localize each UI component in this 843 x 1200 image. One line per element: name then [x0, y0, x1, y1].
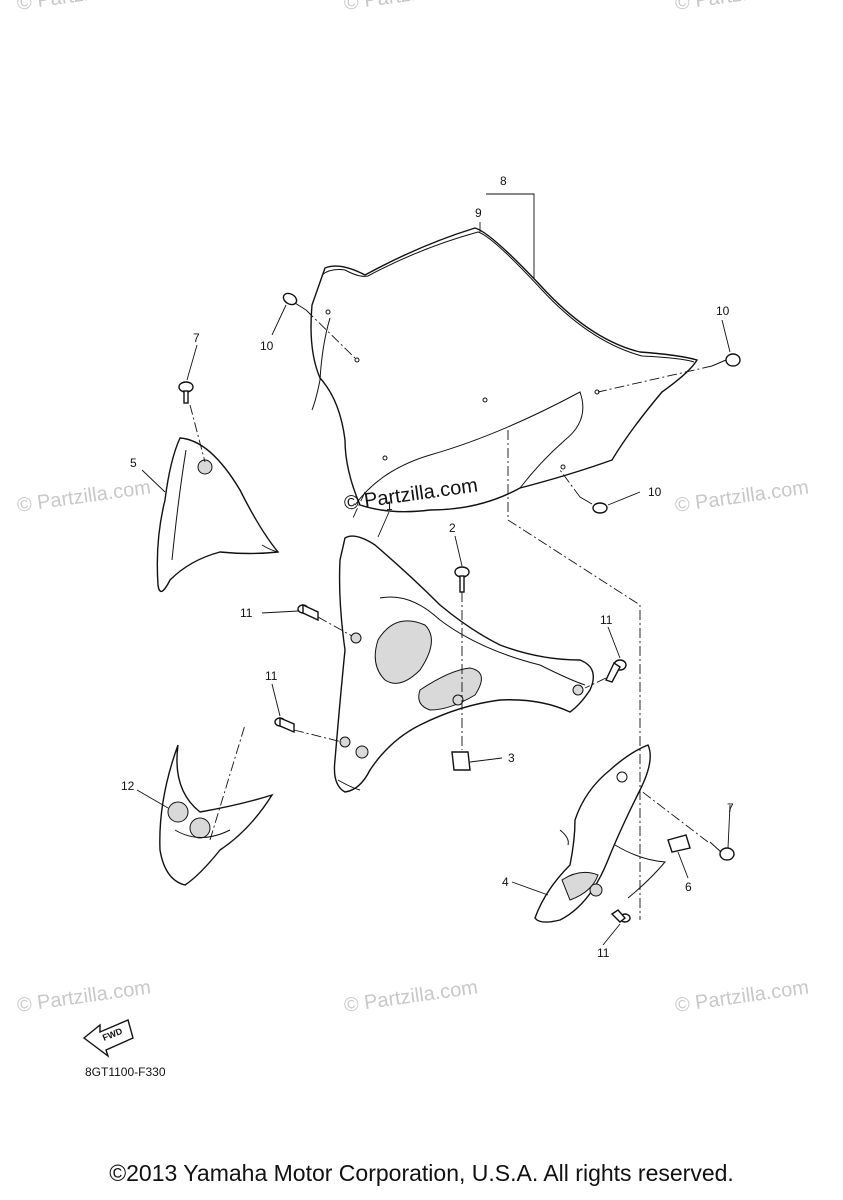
callout-11-a: 11: [240, 606, 253, 620]
assembly-lines: [189, 309, 713, 920]
callout-6: 6: [685, 880, 692, 894]
callout-10-right: 10: [716, 304, 730, 318]
inner-panel-right: [534, 744, 667, 923]
inner-panel-left: [156, 437, 280, 593]
screw-7-right: [709, 841, 735, 861]
callout-3: 3: [508, 751, 515, 765]
screw-10-right: [711, 353, 741, 367]
callout-numbers: 1 2 3 4 5 6 7 7 8 9 10 10 10 11 11 11 11…: [121, 174, 734, 960]
callout-1: 1: [386, 499, 393, 513]
fwd-arrow-icon: FWD: [82, 1019, 134, 1058]
callout-9: 9: [475, 206, 482, 220]
watermark-text: © Partzilla.com: [674, 476, 811, 517]
collar-11-c: [605, 659, 627, 683]
callout-12: 12: [121, 779, 135, 793]
callout-10-bottom: 10: [648, 485, 662, 499]
callout-7-left: 7: [193, 331, 200, 345]
watermark-text: © Partzilla.com: [16, 0, 153, 15]
callout-10-left: 10: [260, 339, 274, 353]
callout-4: 4: [502, 875, 509, 889]
callout-11-b: 11: [265, 669, 278, 683]
watermark-text: © Partzilla.com: [343, 976, 480, 1017]
callout-8: 8: [500, 174, 507, 188]
copyright-notice: ©2013 Yamaha Motor Corporation, U.S.A. A…: [109, 1160, 734, 1186]
callout-11-c: 11: [600, 613, 613, 627]
collar-11-d: [610, 909, 631, 923]
watermark-text: © Partzilla.com: [16, 976, 153, 1017]
watermark-text: © Partzilla.com: [674, 976, 811, 1017]
callout-11-d: 11: [597, 946, 610, 960]
leader-lines: [136, 193, 731, 946]
watermark-text: © Partzilla.com: [343, 0, 480, 15]
windscreen: [310, 227, 699, 513]
nut-3: [451, 751, 471, 771]
screw-10-bottom: [579, 496, 608, 514]
screw-2: [454, 566, 470, 593]
lower-panel-left: [159, 744, 274, 886]
screw-10-left: [282, 292, 307, 311]
callout-7-right: 7: [727, 801, 734, 815]
callout-5: 5: [130, 456, 137, 470]
collar-11-a: [297, 603, 319, 622]
collar-11-b: [274, 716, 295, 734]
watermark-text: © Partzilla.com: [674, 0, 811, 15]
screw-7-left: [178, 381, 194, 404]
callout-2: 2: [449, 521, 456, 535]
watermark-text: © Partzilla.com: [16, 476, 153, 517]
clip-6: [667, 834, 691, 853]
diagram-code: 8GT1100-F330: [85, 1065, 166, 1079]
upper-cowling: [333, 535, 594, 793]
